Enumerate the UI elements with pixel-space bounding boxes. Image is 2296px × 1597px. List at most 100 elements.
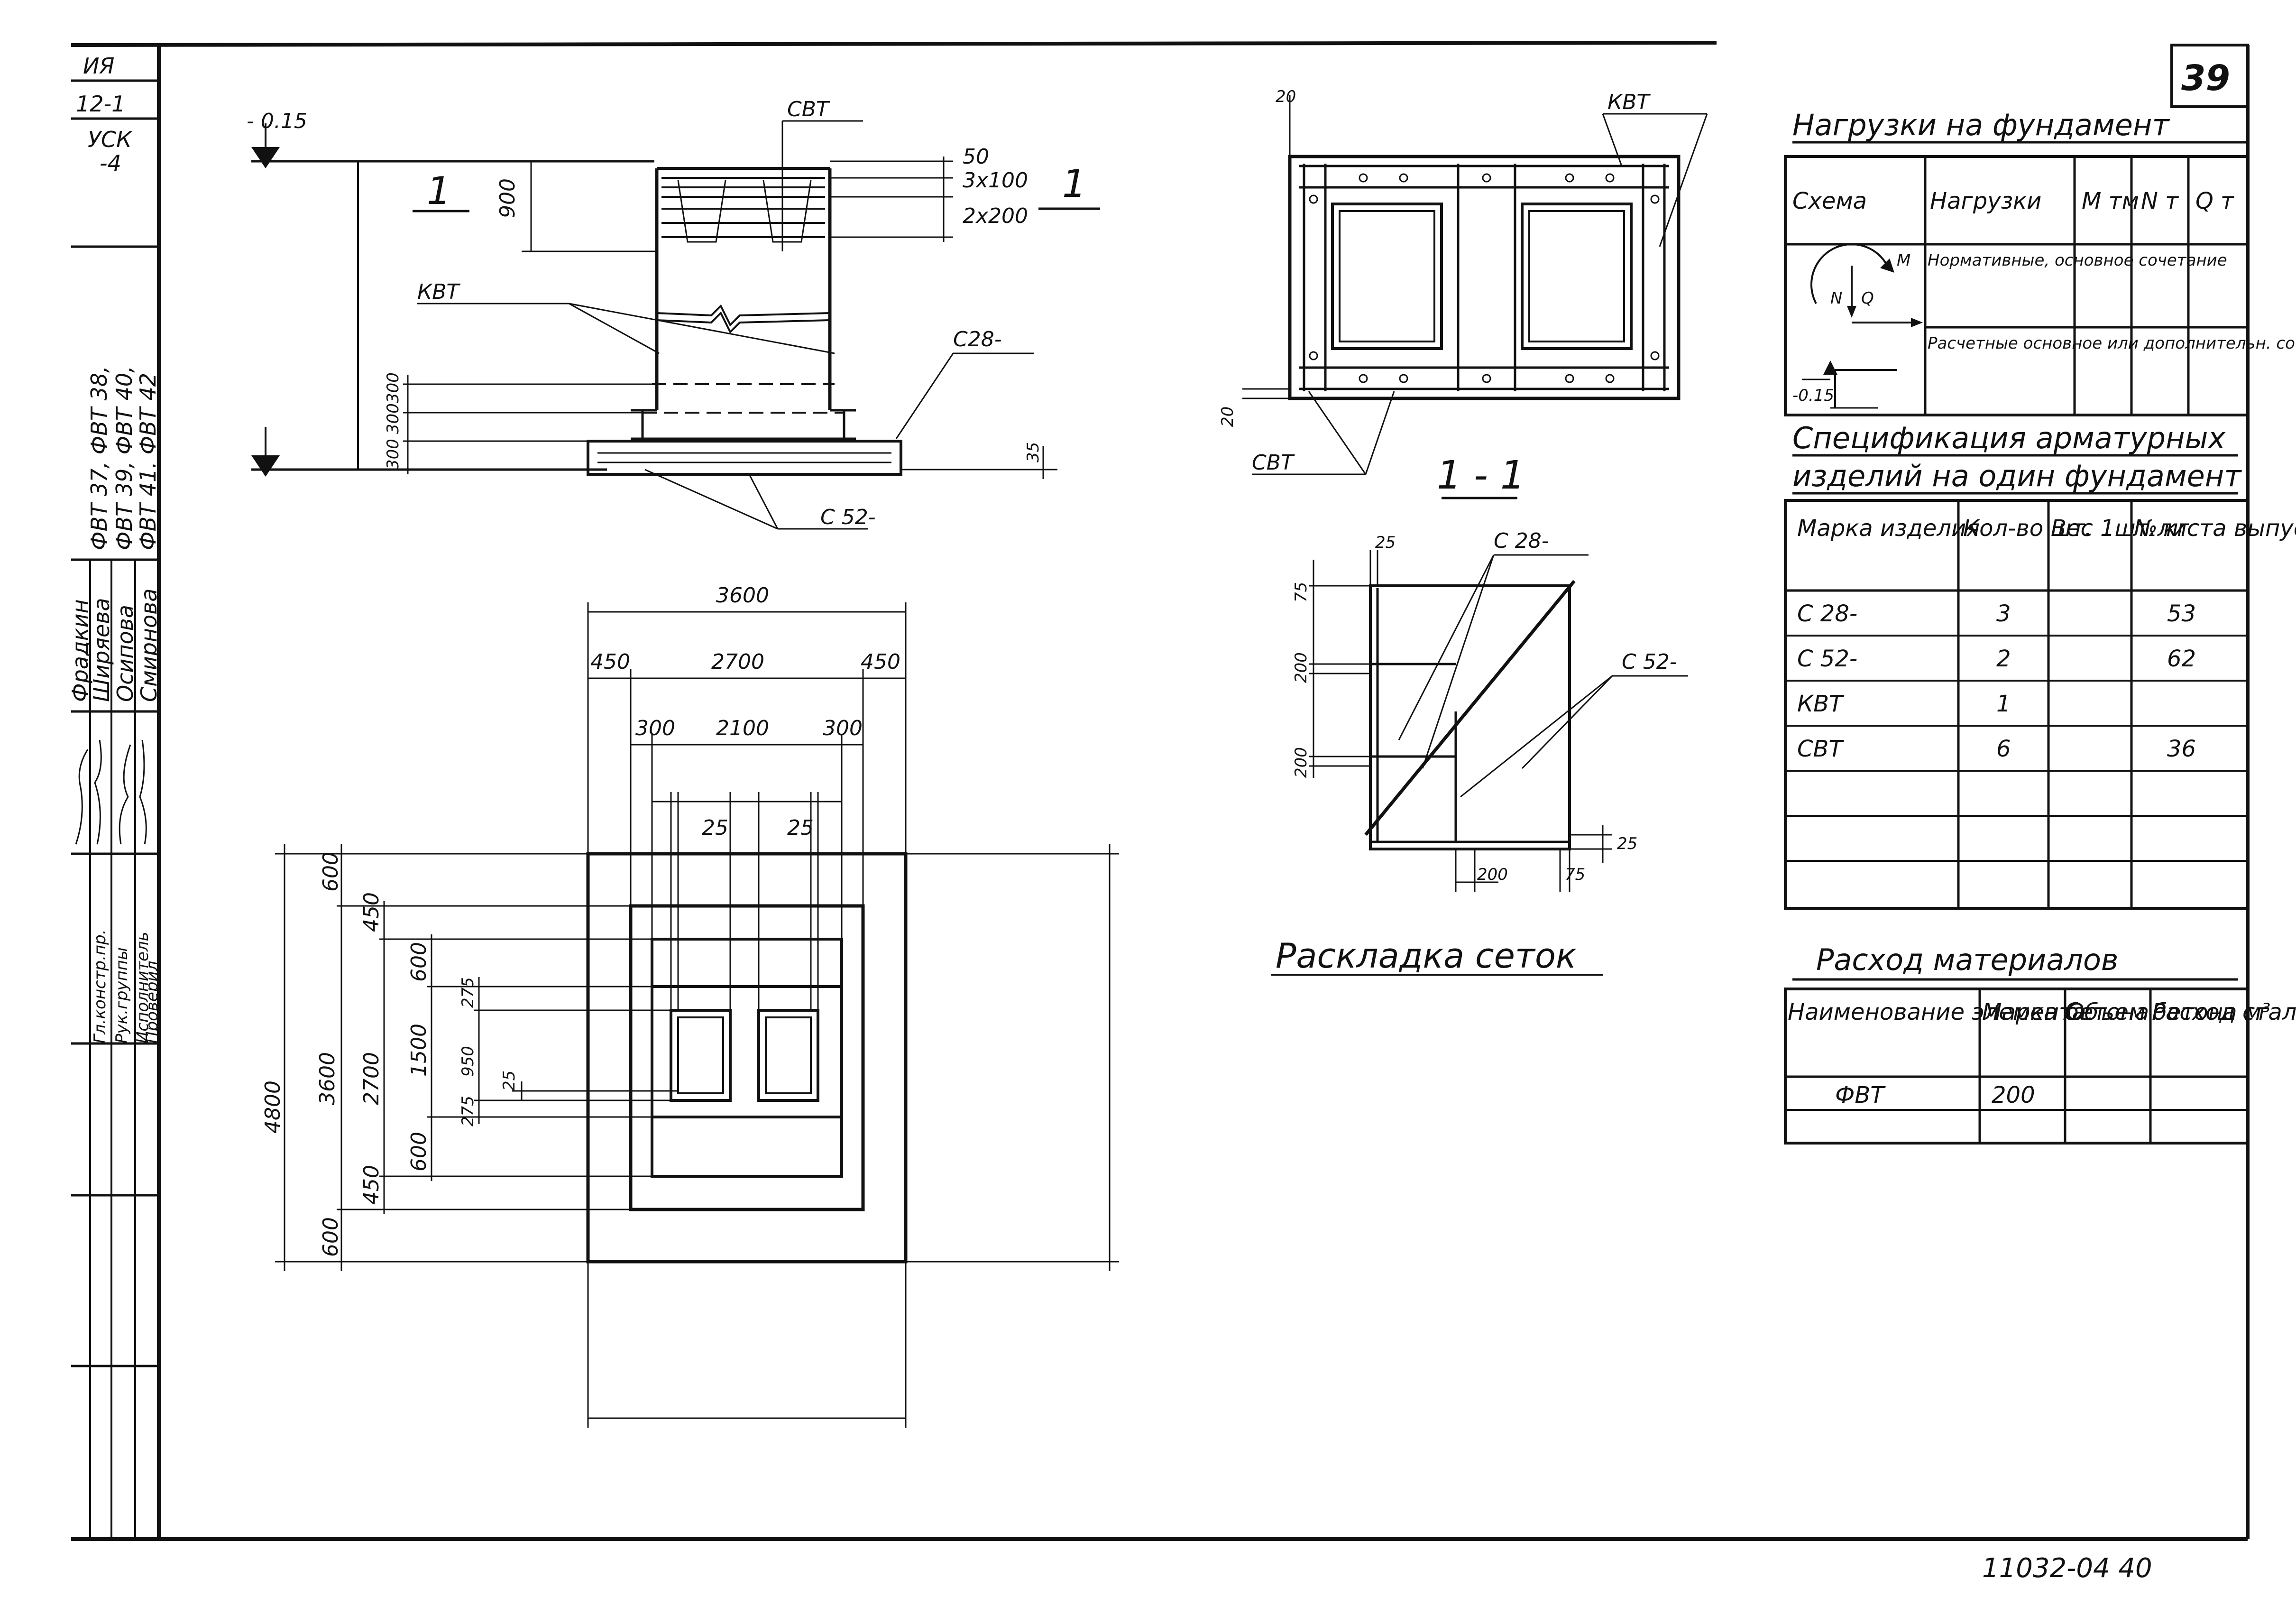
sec-dim-200-a: 200 bbox=[1292, 652, 1311, 683]
plan-step-25: 25 bbox=[500, 1071, 519, 1091]
section-1-1 bbox=[1271, 497, 1688, 976]
force-n-arrow bbox=[1847, 306, 1856, 318]
stamp-signatures bbox=[75, 739, 147, 845]
top-label-cvt: СВТ bbox=[1252, 451, 1295, 475]
dim-300a: 300 bbox=[384, 372, 403, 403]
plan-dim-450-bottom: 450 bbox=[359, 1165, 384, 1205]
materials-cell-name: ФВТ bbox=[1835, 1082, 1886, 1108]
stamp-label-3: -4 bbox=[100, 150, 121, 176]
stamp-role-0: Гл.констр.пр. bbox=[91, 929, 110, 1043]
loads-row-normative: Нормативные, основное сочетание bbox=[1928, 251, 2227, 270]
stamp-label-0: ИЯ bbox=[83, 53, 114, 79]
spec-cell-mark: СВТ bbox=[1797, 736, 1844, 762]
dim-300b: 300 bbox=[384, 403, 403, 434]
sec-dim-200-bottom: 200 bbox=[1477, 865, 1508, 884]
dim-50: 50 bbox=[963, 145, 989, 169]
spec-cell-sheet: 62 bbox=[2167, 646, 2196, 672]
stamp-label-2: УСК bbox=[88, 127, 133, 152]
plan-dim-300-left: 300 bbox=[635, 716, 675, 740]
plan-gap-25-b: 25 bbox=[787, 816, 814, 840]
plan-view bbox=[275, 602, 1119, 1428]
materials-rows: ФВТ 200 bbox=[1835, 1082, 2035, 1108]
table-row: ФВТ 200 bbox=[1835, 1082, 2035, 1108]
plan-dim-2700-v: 2700 bbox=[359, 1052, 384, 1105]
loads-row-design: Расчетные основное или дополнительн. соч… bbox=[1928, 334, 2296, 353]
loads-header-m: M тм bbox=[2082, 188, 2139, 214]
stamp-role-2: Исполнитель bbox=[133, 932, 152, 1043]
plan-dim-450-left: 450 bbox=[590, 650, 630, 674]
stamp-label-1: 12-1 bbox=[76, 91, 125, 117]
sec-dim-75-bottom: 75 bbox=[1565, 865, 1585, 884]
stamp-roles: Гл.констр.пр. Рук.группы Исполнитель Про… bbox=[91, 929, 162, 1043]
plan-dim-3600-v: 3600 bbox=[315, 1052, 340, 1105]
stamp-series-line-0: ФВТ 37, ФВТ 38, bbox=[86, 366, 112, 550]
spec-cell-sheet: 36 bbox=[2167, 736, 2196, 762]
sec-label-c28: С 28- bbox=[1494, 529, 1549, 553]
section-mark-left: 1 bbox=[427, 169, 451, 213]
plan-dim-600-top: 600 bbox=[319, 852, 343, 892]
spec-cell-qty: 2 bbox=[1996, 646, 2011, 672]
stamp-series: ФВТ 37, ФВТ 38, ФВТ 39, ФВТ 40, ФВТ 41. … bbox=[86, 366, 161, 550]
plan-inner-1500: 1500 bbox=[407, 1024, 431, 1077]
stamp-role-1: Рук.группы bbox=[112, 947, 131, 1043]
label-c28: С28- bbox=[953, 327, 1002, 351]
label-cvt: СВТ bbox=[787, 97, 830, 121]
materials-header-name: Наименование элемента bbox=[1788, 999, 2086, 1025]
moment-arrow-head bbox=[1880, 258, 1894, 273]
top-dim-20-side: 20 bbox=[1218, 406, 1237, 427]
label-kvt: КВТ bbox=[417, 280, 460, 304]
spec-rows: С 28- 3 53 С 52- 2 62 КВТ 1 СВТ 6 36 bbox=[1797, 600, 2196, 762]
loads-header-loads: Нагрузки bbox=[1930, 188, 2041, 214]
dim-35: 35 bbox=[1024, 442, 1043, 462]
plan-dim-300-right: 300 bbox=[823, 716, 863, 740]
spec-cell-sheet: 53 bbox=[2167, 600, 2196, 627]
stamp-name-3: Смирнова bbox=[136, 589, 162, 702]
dim-900: 900 bbox=[496, 178, 520, 218]
sheet-frame bbox=[71, 41, 2250, 1541]
table-row: С 28- 3 53 bbox=[1797, 600, 2196, 627]
scheme-label-level: -0.15 bbox=[1792, 386, 1834, 405]
top-view bbox=[1242, 95, 1708, 475]
plan-step-275-b: 275 bbox=[459, 1096, 478, 1126]
level-top-label: - 0.15 bbox=[247, 109, 307, 133]
scheme-label-m: M bbox=[1897, 251, 1910, 270]
stamp-series-line-2: ФВТ 41. ФВТ 42 bbox=[135, 373, 161, 550]
table-row: КВТ 1 bbox=[1797, 691, 2011, 717]
plan-step-275: 275 bbox=[459, 977, 478, 1008]
spec-cell-mark: С 52- bbox=[1797, 646, 1857, 672]
spec-cell-qty: 6 bbox=[1996, 736, 2011, 762]
plan-dim-2700: 2700 bbox=[711, 650, 764, 674]
section-mark-right: 1 bbox=[1062, 162, 1086, 206]
stamp-name-0: Фрадкин bbox=[67, 599, 93, 702]
level-marker-top bbox=[251, 147, 280, 168]
dim-300c: 300 bbox=[384, 439, 403, 470]
footer-code: 11032-04 40 bbox=[1982, 1553, 2152, 1584]
level-marker-bottom bbox=[251, 455, 280, 477]
sec-dim-25-top: 25 bbox=[1375, 533, 1396, 552]
plan-step-950: 950 bbox=[459, 1046, 478, 1077]
spec-cell-qty: 1 bbox=[1996, 691, 2011, 717]
top-dim-20-top: 20 bbox=[1276, 87, 1296, 106]
spec-title-line2: изделий на один фундамент bbox=[1792, 459, 2242, 493]
stamp-name-1: Ширяева bbox=[89, 598, 114, 702]
loads-table bbox=[1784, 141, 2249, 416]
spec-header-qty: Кол-во шт. bbox=[1963, 515, 2092, 542]
sec-label-c52: С 52- bbox=[1622, 650, 1677, 674]
level-triangle bbox=[1823, 360, 1837, 375]
materials-header-volume: Объем бетона м³ bbox=[2066, 999, 2270, 1025]
plan-dim-450-right: 450 bbox=[861, 650, 900, 674]
plan-gap-25-a: 25 bbox=[702, 816, 728, 840]
page-number: 39 bbox=[2181, 58, 2230, 99]
materials-title: Расход материалов bbox=[1816, 942, 2118, 977]
spec-header-mark: Марка изделия bbox=[1797, 515, 1980, 542]
scheme-label-q: Q bbox=[1861, 289, 1874, 308]
sec-dim-200-b: 200 bbox=[1292, 747, 1311, 778]
materials-header-grade: Марка бетона bbox=[1982, 999, 2149, 1025]
section-caption: Раскладка сеток bbox=[1276, 936, 1576, 976]
table-row: С 52- 2 62 bbox=[1797, 646, 2196, 672]
loads-header-n: N т bbox=[2141, 188, 2179, 214]
spec-header-sheet: №листа выпуска bbox=[2132, 515, 2296, 542]
dim-3x100: 3x100 bbox=[963, 168, 1028, 193]
plan-dim-4800: 4800 bbox=[261, 1080, 285, 1134]
